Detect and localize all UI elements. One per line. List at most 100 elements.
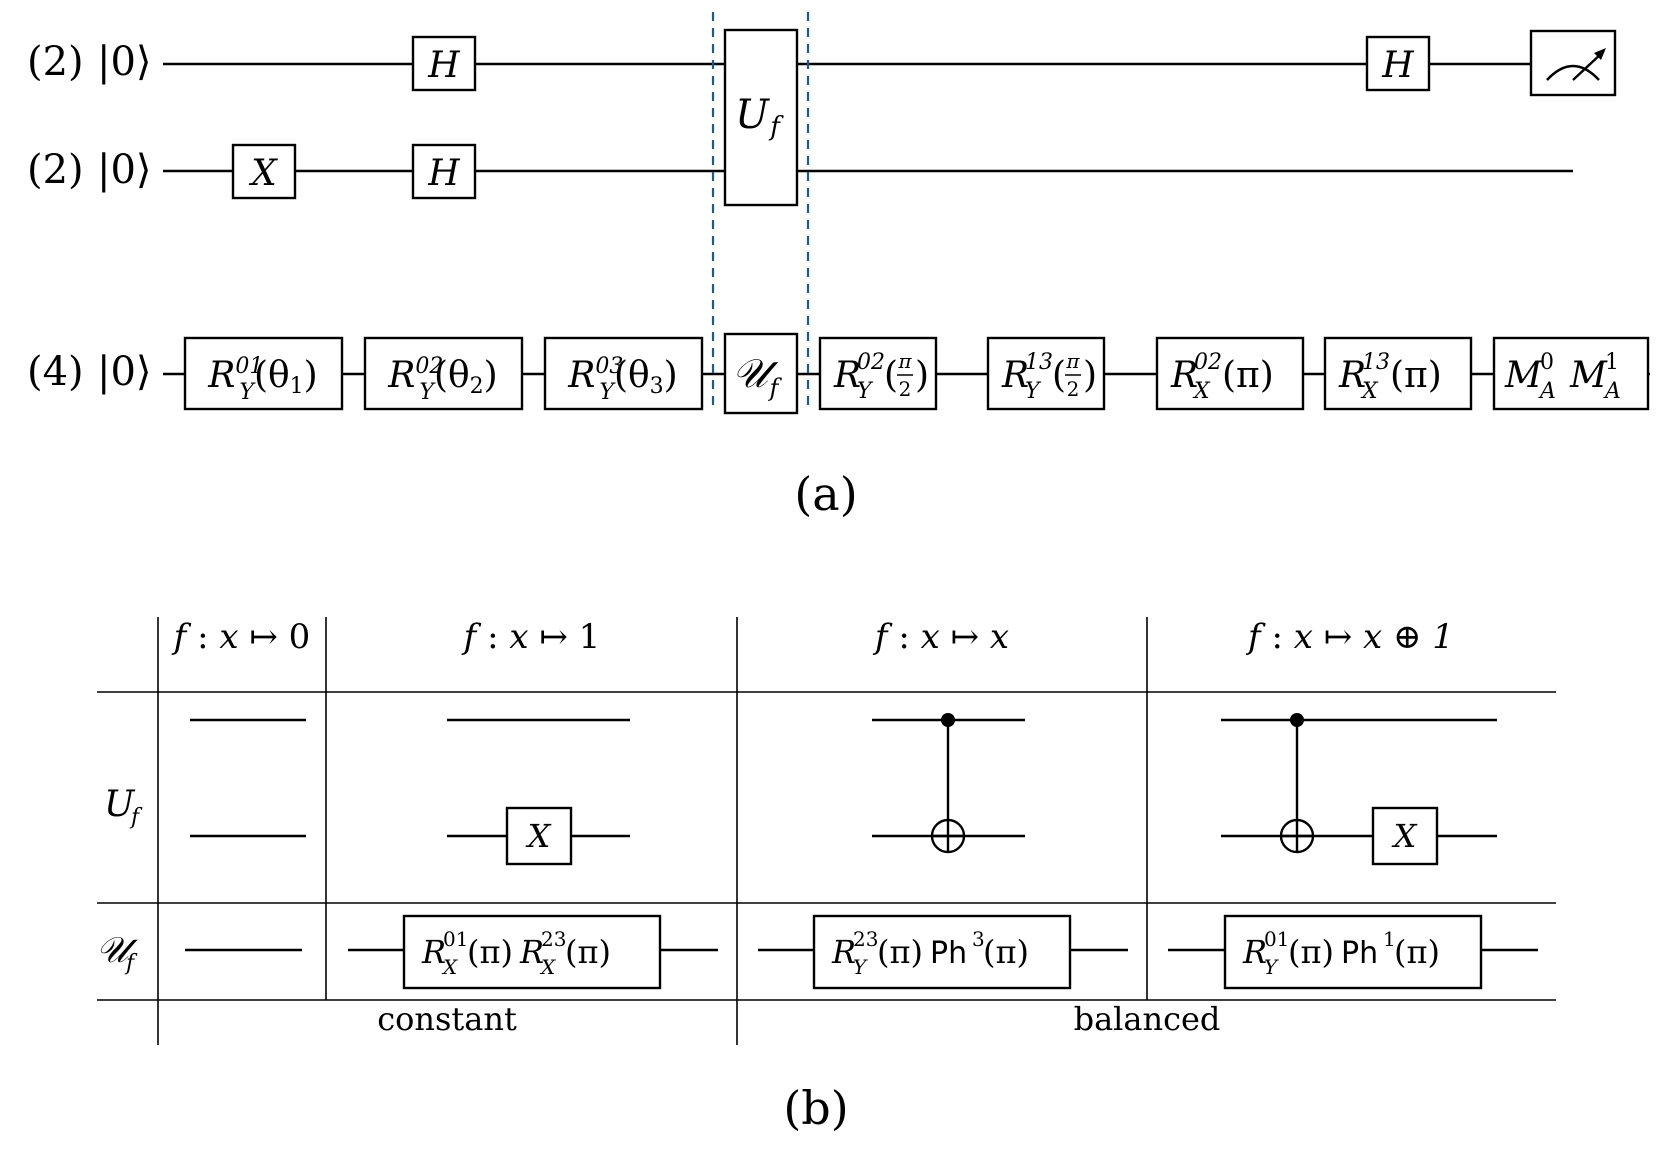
svg-text:f : x ↦ x ⊕ 1: f : x ↦ x ⊕ 1	[1245, 617, 1454, 657]
svg-text:Ph: Ph	[1341, 936, 1378, 971]
svg-text:M: M	[1569, 355, 1608, 396]
x-gate: X	[231, 143, 297, 200]
svg-text:Y: Y	[857, 379, 874, 404]
column-header-1: f : x ↦ 0	[171, 617, 311, 657]
rx02-pi-gate: R 02 X (π)	[1155, 336, 1305, 411]
svg-text:A: A	[1538, 379, 1556, 404]
svg-text:R: R	[1170, 355, 1198, 396]
svg-text:U: U	[104, 784, 136, 825]
cnot-gate	[1279, 713, 1315, 854]
svg-text:X: X	[1391, 817, 1418, 855]
svg-text:23: 23	[853, 927, 878, 951]
column-header-3: f : x ↦ x	[872, 617, 1009, 657]
svg-text:R: R	[833, 355, 861, 396]
svg-text:2: 2	[899, 377, 912, 401]
svg-text:f : x ↦ 1: f : x ↦ 1	[461, 617, 601, 657]
svg-text:01: 01	[443, 927, 468, 951]
svg-text:R: R	[421, 933, 446, 971]
svg-text:(π): (π)	[467, 933, 513, 971]
svg-text:(π): (π)	[1390, 355, 1442, 396]
svg-text:2: 2	[1067, 377, 1080, 401]
svg-text:X: X	[1192, 379, 1211, 404]
control-dot	[941, 713, 955, 727]
svg-text:f : x ↦ x: f : x ↦ x	[872, 617, 1009, 657]
cnot-gate	[930, 713, 966, 854]
svg-text:): )	[1083, 355, 1097, 396]
svg-text:Ph: Ph	[930, 936, 967, 971]
svg-text:R: R	[519, 933, 544, 971]
column-header-2: f : x ↦ 1	[461, 617, 601, 657]
svg-text:π: π	[897, 349, 912, 373]
svg-text:f: f	[124, 951, 138, 976]
ry01-ph1-gate: R 01 Y (π) Ph 1 (π)	[1223, 914, 1483, 990]
svg-text:): )	[915, 355, 929, 396]
meter-icon	[1546, 48, 1606, 81]
svg-text:01: 01	[1264, 927, 1289, 951]
group-label-constant: constant	[377, 1000, 517, 1038]
svg-text:R: R	[1242, 933, 1267, 971]
svg-text:X: X	[539, 955, 556, 979]
column-header-4: f : x ↦ x ⊕ 1	[1245, 617, 1454, 657]
wire-label-2: (2) |0⟩	[27, 147, 152, 193]
rx01-rx23-gate: R 01 X (π) R 23 X (π)	[402, 914, 662, 990]
row-label-cal-uf: 𝒰 f	[96, 930, 138, 976]
svg-text:Y: Y	[1025, 379, 1042, 404]
svg-text:(π): (π)	[877, 933, 923, 971]
wire-count: (2)	[27, 147, 84, 193]
ry02-half-pi-gate: R 02 Y ( π 2 )	[818, 336, 938, 411]
svg-text:(π): (π)	[1222, 355, 1274, 396]
ket-zero: |0⟩	[97, 349, 152, 395]
x-gate: X	[505, 806, 573, 866]
svg-text:Y: Y	[853, 955, 868, 979]
svg-text:π: π	[1065, 349, 1080, 373]
h-gate: H	[411, 35, 477, 92]
svg-text:X: X	[441, 955, 458, 979]
oracle-gate: U f	[723, 28, 799, 207]
svg-text:U: U	[735, 92, 770, 138]
svg-text:3: 3	[972, 927, 985, 951]
svg-text:(π): (π)	[1288, 933, 1334, 971]
svg-text:X: X	[525, 817, 552, 855]
svg-text:H: H	[1381, 45, 1414, 86]
x-gate: X	[1371, 806, 1439, 866]
wire-label-3: (4) |0⟩	[27, 349, 152, 395]
wire-label-1: (2) |0⟩	[27, 39, 152, 85]
svg-text:(π): (π)	[983, 933, 1029, 971]
svg-text:1: 1	[1605, 350, 1619, 375]
svg-text:(π): (π)	[565, 933, 611, 971]
wire-count: (4)	[27, 349, 84, 395]
rx13-pi-gate: R 13 X (π)	[1323, 336, 1473, 411]
panel-b: f : x ↦ 0 f : x ↦ 1 f : x ↦ x f : x ↦ x …	[96, 617, 1556, 1135]
svg-text:02: 02	[857, 350, 885, 375]
ket-zero: |0⟩	[97, 147, 152, 193]
oracle-qudit-gate: 𝒰 f	[723, 332, 799, 415]
svg-text:f: f	[129, 805, 143, 830]
group-label-balanced: balanced	[1074, 1000, 1221, 1038]
h-gate: H	[411, 143, 477, 200]
ry23-ph3-gate: R 23 Y (π) Ph 3 (π)	[812, 914, 1072, 990]
svg-text:23: 23	[541, 927, 566, 951]
measurement-gate	[1529, 29, 1617, 97]
svg-text:R: R	[1001, 355, 1029, 396]
svg-text:X: X	[1360, 379, 1379, 404]
row-label-uf: U f	[104, 784, 143, 830]
svg-text:H: H	[427, 45, 460, 86]
svg-text:02: 02	[1194, 350, 1222, 375]
svg-text:A: A	[1603, 379, 1621, 404]
caption-a: (a)	[794, 467, 857, 521]
svg-text:0: 0	[1540, 350, 1554, 375]
panel-a: (2) |0⟩ (2) |0⟩ (4) |0⟩ X H H	[27, 12, 1650, 521]
svg-text:13: 13	[1025, 350, 1053, 375]
svg-text:R: R	[1338, 355, 1366, 396]
ry13-half-pi-gate: R 13 Y ( π 2 )	[986, 336, 1106, 411]
svg-text:H: H	[427, 153, 460, 194]
svg-text:(: (	[1052, 355, 1066, 396]
svg-text:(π): (π)	[1394, 933, 1440, 971]
wire-count: (2)	[27, 39, 84, 85]
control-dot	[1290, 713, 1304, 727]
svg-text:(: (	[884, 355, 898, 396]
